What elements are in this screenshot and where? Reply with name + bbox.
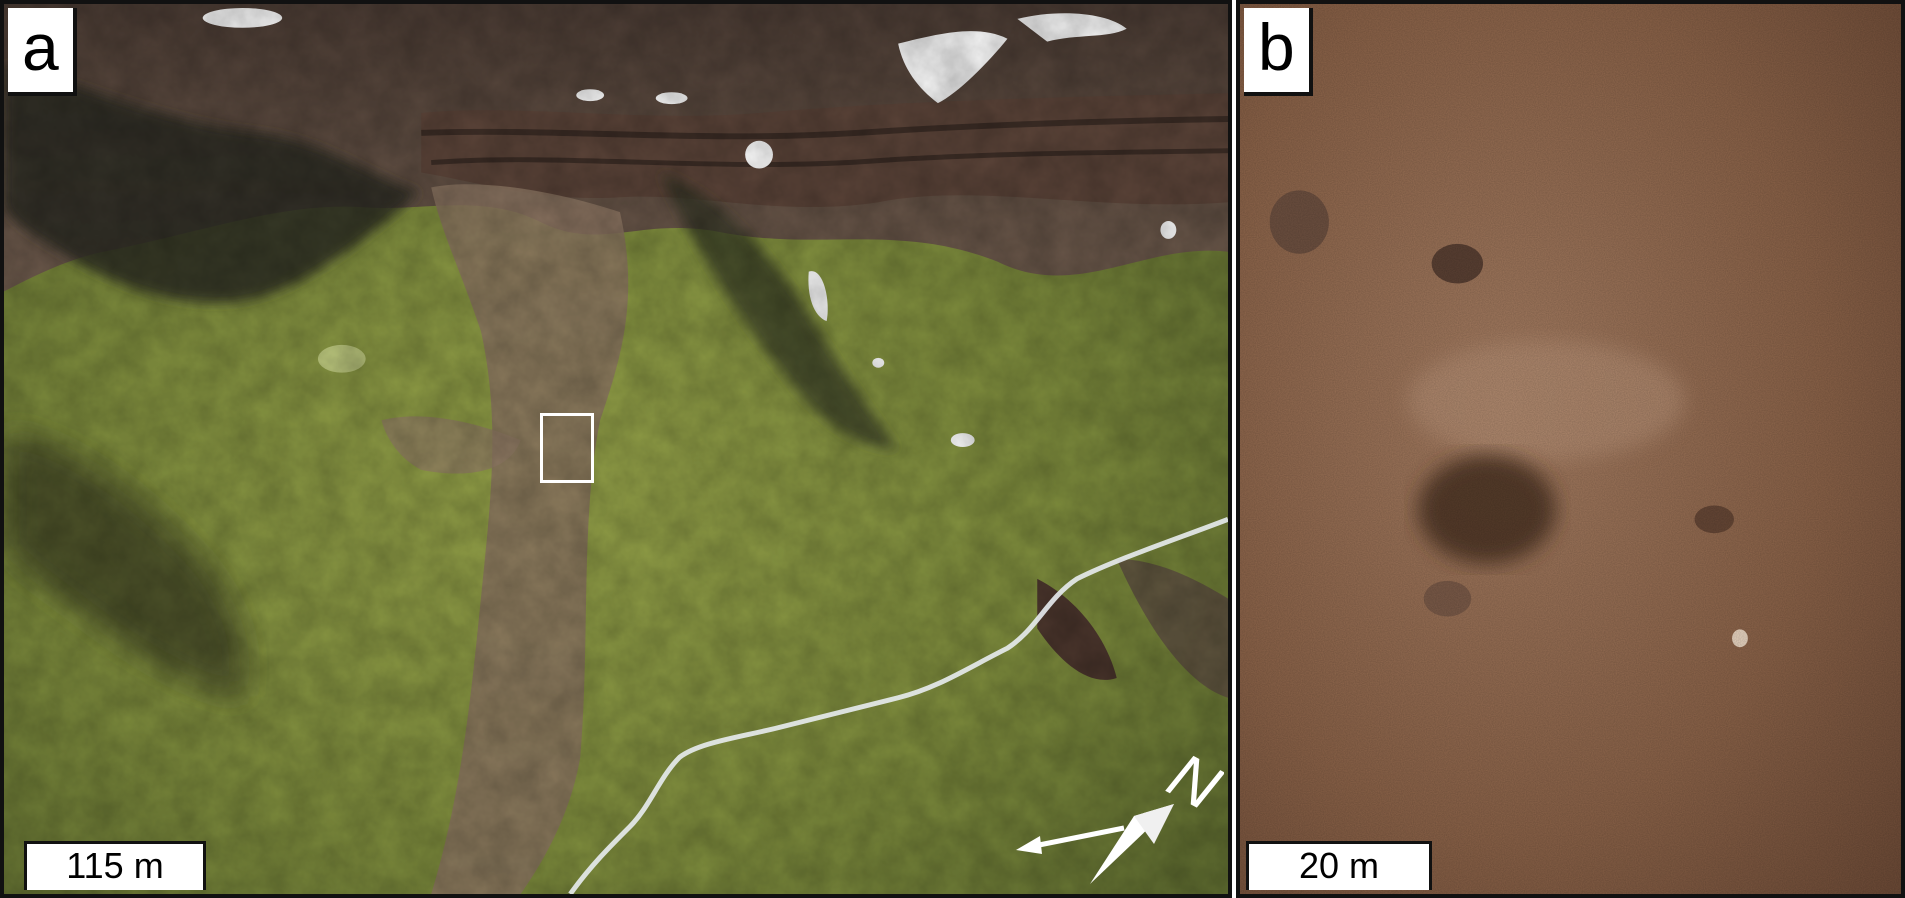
- panel-a: N a 115 m: [0, 0, 1232, 898]
- inset-location-box: [540, 413, 594, 483]
- scale-bar-b: 20 m: [1246, 841, 1432, 890]
- closeup-photo: [1240, 4, 1901, 894]
- panel-b: b 20 m: [1236, 0, 1905, 898]
- north-arrow-icon: [1090, 804, 1174, 884]
- flow-direction-arrow-icon: [1016, 825, 1125, 854]
- north-arrow-group: N: [1016, 739, 1224, 884]
- scale-bar-a: 115 m: [24, 841, 206, 890]
- aerial-photo: [4, 4, 1228, 894]
- panel-b-label: b: [1244, 8, 1313, 96]
- panel-a-label: a: [8, 8, 77, 96]
- stream: [568, 517, 1228, 894]
